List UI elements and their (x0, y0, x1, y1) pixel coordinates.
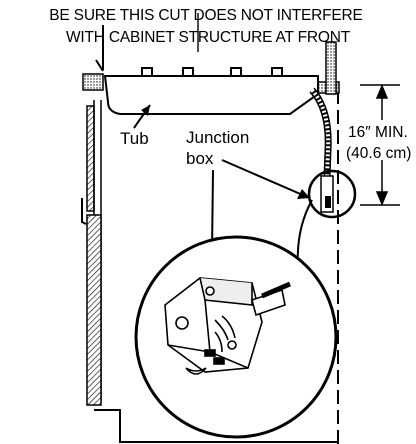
junction-leader-right (221, 159, 306, 197)
clearance-label-line1: 16″ MIN. (348, 124, 408, 141)
clearance-label-line2: (40.6 cm) (346, 145, 411, 162)
backsplash (325, 41, 337, 95)
cabinet-front-upper-panel (86, 105, 95, 212)
cabinet-front-lower-panel (86, 214, 102, 406)
warning-arrowhead (95, 59, 104, 72)
detail-callout-circle (307, 169, 357, 219)
countertop-left-edge (82, 73, 104, 91)
cabinet (81, 90, 339, 444)
cabinet-door-handle (81, 198, 87, 225)
junction-box-label-line1: Junction (186, 128, 249, 147)
warning-text-line2: WITH CABINET STRUCTURE AT FRONT (66, 29, 351, 46)
tub-label: Tub (120, 129, 149, 148)
warning-text-line1: BE SURE THIS CUT DOES NOT INTERFERE (49, 7, 362, 24)
cabinet-toe-kick (94, 409, 338, 443)
junction-box-label-line2: box (186, 149, 214, 168)
dishwasher-tub (103, 67, 319, 115)
junction-leader-down (211, 169, 214, 253)
clearance-dimension (360, 84, 400, 206)
tub-arrowhead (141, 105, 150, 116)
junction-box-detail (134, 235, 338, 439)
